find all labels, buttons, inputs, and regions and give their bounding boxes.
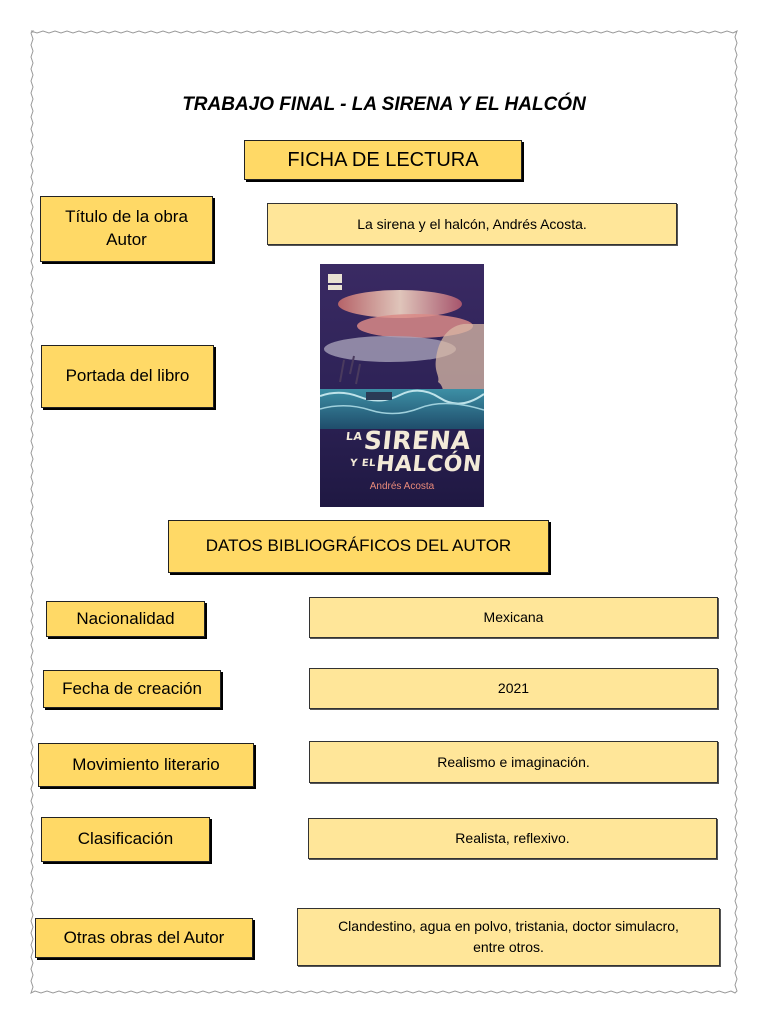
value-nationality: Mexicana: [309, 597, 718, 638]
value-movement: Realismo e imaginación.: [309, 741, 718, 783]
label-title-author: Título de la obra Autor: [40, 196, 213, 262]
page-border: [30, 30, 738, 994]
label-author-text: Autor: [106, 230, 147, 249]
label-other-works: Otras obras del Autor: [35, 918, 253, 958]
document-title: TRABAJO FINAL - LA SIRENA Y EL HALCÓN: [182, 94, 586, 115]
value-title-author: La sirena y el halcón, Andrés Acosta.: [267, 203, 677, 245]
cover-title-la: LA: [345, 430, 364, 443]
label-title-text: Título de la obra: [65, 207, 188, 227]
value-other-works: Clandestino, agua en polvo, tristania, d…: [297, 908, 720, 966]
cover-title-y-el: Y EL: [349, 458, 377, 469]
label-nationality-text: Nacionalidad: [76, 608, 175, 628]
label-creation-date: Fecha de creación: [43, 670, 221, 708]
cover-title-halcon: HALCÓN: [374, 452, 484, 477]
cover-artwork: [320, 264, 484, 507]
label-cover: Portada del libro: [41, 345, 214, 408]
label-nationality: Nacionalidad: [46, 601, 205, 637]
label-classification-text: Clasificación: [77, 829, 174, 849]
label-creation-date-text: Fecha de creación: [62, 678, 202, 698]
value-classification: Realista, reflexivo.: [308, 818, 717, 859]
subtitle-box: FICHA DE LECTURA: [244, 140, 522, 180]
label-movement: Movimiento literario: [38, 743, 254, 787]
book-cover-image: LA SIRENA Y EL HALCÓN Andrés Acosta: [320, 264, 484, 507]
value-creation-date-text: 2021: [497, 680, 530, 696]
value-creation-date: 2021: [309, 668, 718, 709]
cover-author: Andrés Acosta: [369, 481, 435, 492]
label-cover-text: Portada del libro: [65, 366, 190, 386]
cover-title-sirena: SIRENA: [362, 426, 473, 455]
value-other-works-line2: entre otros.: [473, 939, 544, 955]
label-classification: Clasificación: [41, 817, 210, 862]
label-other-works-text: Otras obras del Autor: [63, 927, 225, 947]
value-other-works-line1: Clandestino, agua en polvo, tristania, d…: [338, 918, 679, 934]
section-heading-text: DATOS BIBLIOGRÁFICOS DEL AUTOR: [205, 536, 512, 556]
label-movement-text: Movimiento literario: [72, 754, 220, 774]
zigzag-border: [30, 30, 738, 994]
subtitle-text: FICHA DE LECTURA: [287, 148, 479, 171]
value-title-author-text: La sirena y el halcón, Andrés Acosta.: [357, 215, 587, 232]
value-movement-text: Realismo e imaginación.: [437, 753, 590, 770]
section-heading-box: DATOS BIBLIOGRÁFICOS DEL AUTOR: [168, 520, 549, 573]
value-classification-text: Realista, reflexivo.: [455, 830, 570, 846]
value-nationality-text: Mexicana: [483, 609, 544, 625]
